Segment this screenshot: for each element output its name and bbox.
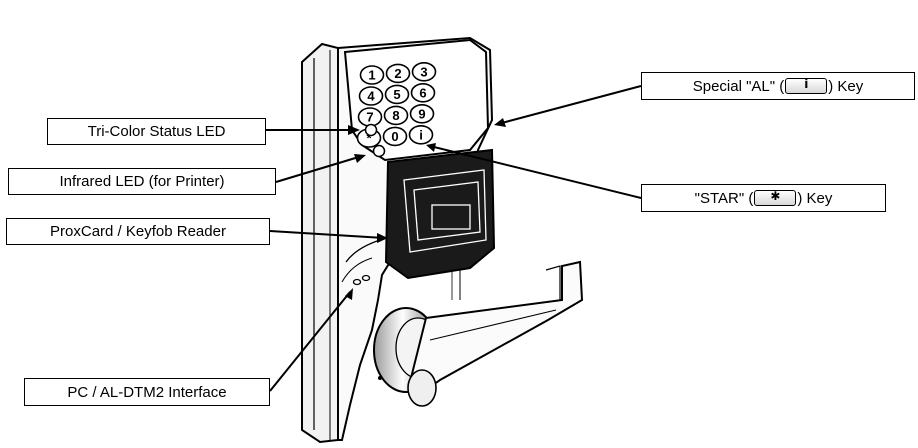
label-infrared-text: Infrared LED (for Printer) — [59, 173, 225, 190]
back-plate — [301, 42, 339, 444]
keypad-key-label: 7 — [366, 110, 373, 125]
keypad-keys: 1 2 3 4 5 6 7 8 9 * 0 i — [356, 62, 437, 148]
keypad-key-al: i — [408, 125, 434, 145]
prox-reader — [384, 148, 496, 280]
al-key-icon: i — [785, 78, 828, 94]
interface-port — [352, 278, 362, 286]
lever-handle — [373, 260, 584, 407]
keypad-key-label: 6 — [419, 85, 426, 100]
keypad-key-7: 7 — [357, 107, 383, 127]
label-pc-interface-text: PC / AL-DTM2 Interface — [67, 383, 227, 401]
label-special-al-suffix: ) Key — [828, 77, 864, 95]
keypad-key-label: 3 — [420, 64, 427, 79]
keypad-key-0: 0 — [382, 126, 408, 147]
keypad-key-label: 4 — [367, 89, 375, 104]
label-star-key: "STAR" ( ✱ ) Key — [641, 184, 886, 212]
keypad-key-label: 0 — [391, 129, 398, 144]
label-special-al-key: Special "AL" ( i ) Key — [641, 72, 915, 100]
keypad-key-9: 9 — [409, 104, 435, 124]
leader-lines — [266, 85, 642, 392]
label-star-prefix: "STAR" ( — [694, 189, 754, 207]
keypad-key-label: 2 — [394, 66, 401, 81]
label-special-al-prefix: Special "AL" ( — [692, 77, 785, 95]
label-star-suffix: ) Key — [797, 189, 833, 207]
interface-port — [361, 274, 371, 282]
keypad-key-5: 5 — [384, 84, 410, 105]
arrowheads — [345, 118, 506, 300]
infrared-led — [372, 144, 386, 158]
tri-color-led — [364, 123, 378, 137]
label-tri-color-text: Tri-Color Status LED — [87, 123, 226, 140]
keypad-key-label: i — [419, 127, 423, 142]
keypad-key-2: 2 — [385, 63, 411, 84]
label-tri-color-led: Tri-Color Status LED — [47, 118, 266, 145]
keypad-key-8: 8 — [383, 105, 409, 126]
label-infrared-led: Infrared LED (for Printer) — [8, 168, 276, 195]
star-key-icon: ✱ — [754, 190, 797, 206]
label-pc-interface: PC / AL-DTM2 Interface — [24, 378, 270, 406]
keypad-key-label: 9 — [418, 106, 425, 121]
keypad-key-1: 1 — [359, 65, 385, 85]
keypad-key-6: 6 — [410, 83, 436, 103]
keypad-key-label: 8 — [392, 108, 399, 123]
keypad-key-label: 1 — [368, 68, 375, 83]
keypad-key-4: 4 — [358, 86, 384, 106]
keypad-key-label: * — [366, 131, 372, 146]
label-proxcard-text: ProxCard / Keyfob Reader — [50, 223, 226, 240]
keypad-key-3: 3 — [411, 62, 437, 82]
keypad-key-label: 5 — [393, 87, 400, 102]
label-proxcard-reader: ProxCard / Keyfob Reader — [6, 218, 270, 245]
